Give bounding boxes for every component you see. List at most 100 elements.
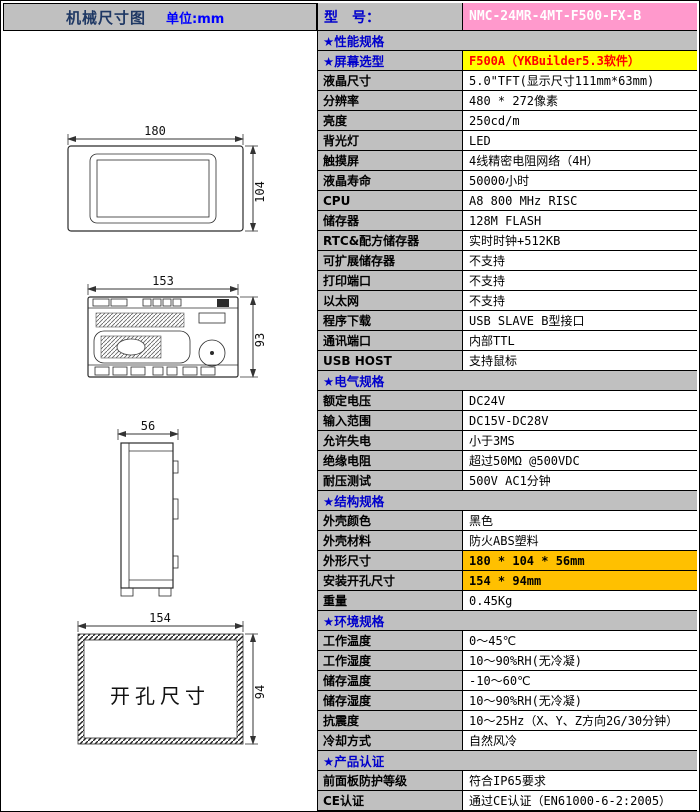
drawing-area: 180 104 153 [3,31,317,811]
spec-row: 外壳颜色黑色 [318,511,697,531]
spec-label: 液晶尺寸 [318,71,463,91]
spec-value: LED [463,131,697,151]
spec-label: 液晶寿命 [318,171,463,191]
drawing-unit-label: 单位:mm [166,11,225,27]
cutout-label: 开孔尺寸 [110,684,210,708]
spec-value: 黑色 [463,511,697,531]
section-row: ★结构规格 [318,491,697,511]
spec-value: 内部TTL [463,331,697,351]
spec-row: 冷却方式自然风冷 [318,731,697,751]
back-view-drawing: 153 [87,274,267,378]
spec-value: 0～45℃ [463,631,697,651]
front-view-drawing: 180 104 [67,124,267,232]
cutout-width-dim: 154 [149,611,171,625]
spec-value: 防火ABS塑料 [463,531,697,551]
spec-value: 实时时钟+512KB [463,231,697,251]
mechanical-drawings-svg: 180 104 153 [67,124,267,745]
spec-row: 外壳材料防火ABS塑料 [318,531,697,551]
section-row: ★产品认证 [318,751,697,771]
spec-label: CPU [318,191,463,211]
spec-value: DC24V [463,391,697,411]
spec-label: 打印端口 [318,271,463,291]
spec-value: 50000小时 [463,171,697,191]
spec-label: 程序下载 [318,311,463,331]
spec-value: 4线精密电阻网络（4H） [463,151,697,171]
spec-label: 工作湿度 [318,651,463,671]
spec-row: 以太网不支持 [318,291,697,311]
front-width-dim: 180 [144,124,166,138]
spec-value: USB SLAVE B型接口 [463,311,697,331]
front-height-dim: 104 [253,181,267,203]
spec-label: 额定电压 [318,391,463,411]
back-height-dim: 93 [253,333,267,347]
spec-value: 不支持 [463,291,697,311]
spec-label: RTC&配方储存器 [318,231,463,251]
cutout-height-dim: 94 [253,685,267,699]
spec-value: 超过50MΩ @500VDC [463,451,697,471]
spec-label: 安装开孔尺寸 [318,571,463,591]
section-header: ★结构规格 [318,491,697,511]
spec-value: A8 800 MHz RISC [463,191,697,211]
spec-value: 250cd/m [463,111,697,131]
spec-label: 抗震度 [318,711,463,731]
spec-label: 外壳颜色 [318,511,463,531]
spec-value: F500A（YKBuilder5.3软件） [463,51,697,71]
section-header: ★产品认证 [318,751,697,771]
spec-label: 通讯端口 [318,331,463,351]
spec-value: 10～25Hz（X、Y、Z方向2G/30分钟） [463,711,697,731]
spec-value: 154 * 94mm [463,571,697,591]
spec-label: 背光灯 [318,131,463,151]
spec-value: 自然风冷 [463,731,697,751]
spec-value: 5.0"TFT(显示尺寸111mm*63mm) [463,71,697,91]
spec-value: 不支持 [463,271,697,291]
section-header: ★电气规格 [318,371,697,391]
model-row: 型 号： NMC-24MR-4MT-F500-FX-B [318,3,697,31]
spec-value: 不支持 [463,251,697,271]
spec-value: -10～60℃ [463,671,697,691]
spec-label: ★屏幕选型 [318,51,463,71]
spec-row: 前面板防护等级符合IP65要求 [318,771,697,791]
spec-label: CE认证 [318,791,463,811]
spec-label: 以太网 [318,291,463,311]
spec-value: 480 * 272像素 [463,91,697,111]
cutout-view-drawing: 154 开孔尺寸 94 [77,611,267,745]
spec-row: 可扩展储存器不支持 [318,251,697,271]
spec-value: 通过CE认证（EN61000-6-2:2005） [463,791,697,811]
spec-label: 分辨率 [318,91,463,111]
spec-value: 符合IP65要求 [463,771,697,791]
spec-value: 10～90%RH(无冷凝) [463,651,697,671]
spec-label: 外形尺寸 [318,551,463,571]
spec-label: 工作温度 [318,631,463,651]
section-header: ★性能规格 [318,31,697,51]
drawing-panel-header: 机械尺寸图 单位:mm [3,3,317,31]
model-number: NMC-24MR-4MT-F500-FX-B [463,3,697,31]
spec-label: 触摸屏 [318,151,463,171]
spec-label: 储存湿度 [318,691,463,711]
side-depth-dim: 56 [141,419,155,433]
spec-row: RTC&配方储存器实时时钟+512KB [318,231,697,251]
section-row: ★性能规格 [318,31,697,51]
spec-value: 0.45Kg [463,591,697,611]
spec-value: 128M FLASH [463,211,697,231]
spec-row: 绝缘电阻超过50MΩ @500VDC [318,451,697,471]
spec-value: DC15V-DC28V [463,411,697,431]
spec-label: 储存器 [318,211,463,231]
spec-label: 绝缘电阻 [318,451,463,471]
section-header: ★环境规格 [318,611,697,631]
